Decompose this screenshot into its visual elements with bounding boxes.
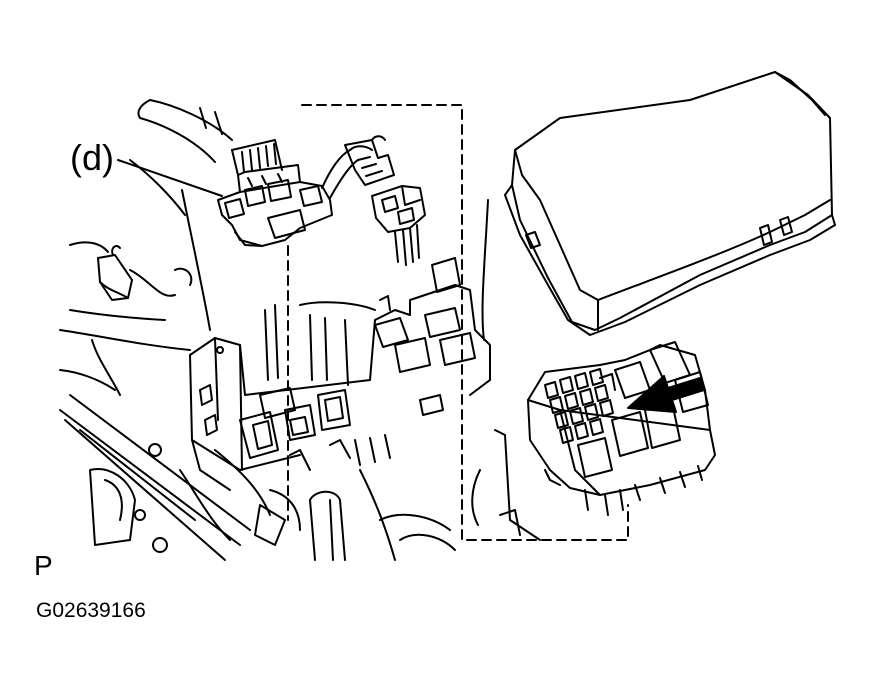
connector-d-assembly (217, 135, 426, 266)
relay-fuse-block (527, 341, 716, 516)
arrow-indicator (627, 375, 705, 413)
fuse-box-cover (504, 71, 836, 336)
callout-leader-line (117, 159, 223, 197)
view-marker: P (34, 550, 53, 581)
dashed-reference-outline (287, 104, 629, 541)
right-bracket (471, 199, 541, 541)
figure-code: G02639166 (36, 599, 146, 622)
background-engine-parts (59, 99, 456, 561)
relay-block-housing (189, 257, 491, 491)
callout-label-d: (d) (70, 137, 114, 178)
